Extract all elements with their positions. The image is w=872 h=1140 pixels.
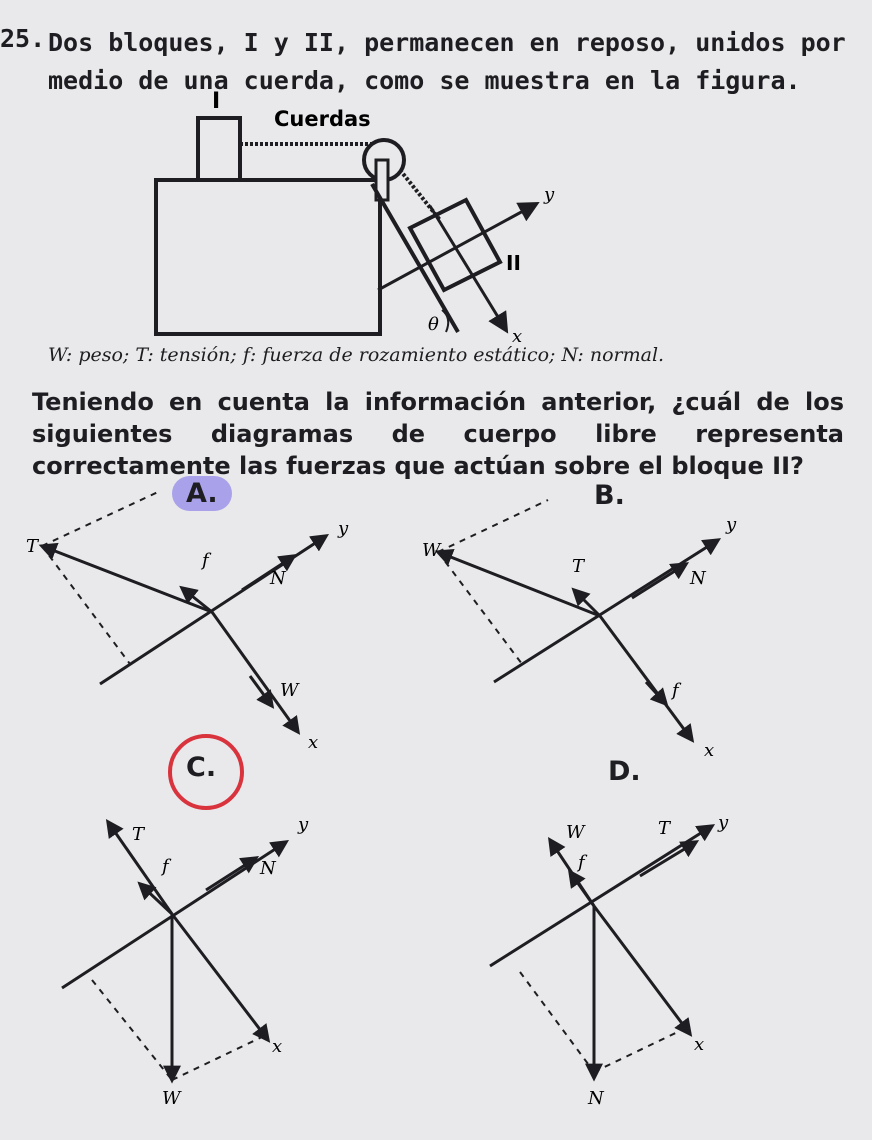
label-f: f — [576, 852, 588, 873]
answer-circle — [168, 734, 244, 810]
label-f: f — [200, 550, 212, 571]
label-T: T — [132, 824, 146, 845]
block-II — [407, 197, 503, 293]
question-stem: Dos bloques, I y II, permanecen en repos… — [48, 28, 846, 95]
label-W: W — [162, 1088, 182, 1109]
block-I — [196, 116, 242, 182]
block-I-label: I — [212, 89, 220, 114]
table-block — [154, 178, 382, 336]
label-T: T — [658, 818, 672, 839]
label-x: x — [308, 732, 318, 753]
incline-surface — [370, 182, 460, 334]
axis-x-label: x — [512, 326, 522, 347]
label-T: T — [572, 556, 586, 577]
label-f: f — [160, 856, 172, 877]
axis-y-line — [377, 201, 540, 292]
label-W: W — [422, 540, 442, 561]
label-f: f — [670, 680, 682, 701]
force-legend: W: peso; T: tensión; f: fuerza de rozami… — [48, 344, 665, 366]
diagram-d[interactable]: W T f N x y — [489, 812, 729, 1109]
main-figure: I Cuerdas II y x θ — [154, 89, 555, 347]
label-y: y — [725, 514, 737, 535]
label-W: W — [566, 822, 586, 843]
label-N: N — [259, 858, 277, 879]
axis-x-line — [428, 205, 509, 334]
label-N: N — [587, 1088, 605, 1109]
axis-y-label: y — [543, 184, 555, 205]
diagram-a[interactable]: T f N W x y — [26, 491, 349, 753]
option-d-label[interactable]: D. — [608, 756, 641, 787]
rope-label: Cuerdas — [274, 107, 371, 131]
label-x: x — [704, 740, 714, 761]
question-number: 25. — [0, 24, 46, 53]
label-y: y — [337, 518, 349, 539]
rope-diagonal — [398, 168, 442, 222]
block-II-label: II — [506, 251, 521, 275]
label-x: x — [272, 1036, 282, 1057]
option-a-label[interactable]: A. — [172, 476, 232, 511]
option-b-label[interactable]: B. — [594, 480, 625, 511]
option-c-label[interactable]: C. — [186, 752, 217, 783]
angle-label: θ — [428, 314, 439, 335]
highlight-mark: A. — [172, 476, 232, 511]
angle-arc — [441, 309, 450, 333]
label-x: x — [694, 1034, 704, 1055]
label-T: T — [26, 536, 40, 557]
label-N: N — [689, 568, 707, 589]
label-N: N — [269, 568, 287, 589]
diagram-c[interactable]: T f N W x y — [61, 814, 309, 1109]
question-prompt: Teniendo en cuenta la información anteri… — [32, 388, 844, 480]
diagram-b[interactable]: W T N f x y — [422, 499, 737, 761]
label-y: y — [297, 814, 309, 835]
label-y: y — [717, 812, 729, 833]
label-W: W — [280, 680, 300, 701]
